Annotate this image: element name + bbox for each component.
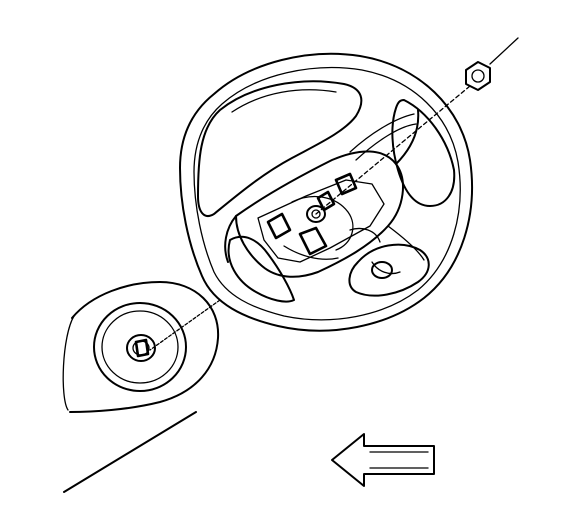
retaining-nut (315, 37, 519, 215)
direction-arrow (331, 433, 435, 487)
steering-wheel (179, 52, 473, 332)
steering-column-shaft (62, 281, 221, 493)
